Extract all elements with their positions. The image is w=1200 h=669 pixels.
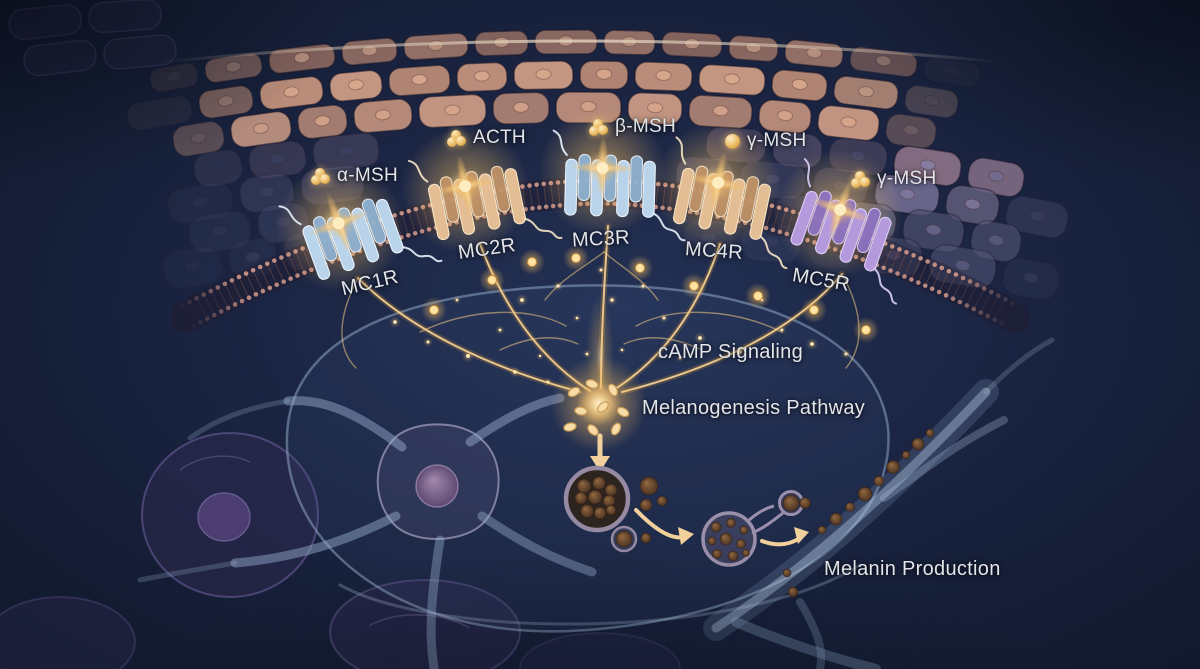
receptor-mc3r [538,107,686,242]
camp-signal-streams [341,223,879,395]
melanocortin-receptors [276,107,903,305]
receptor-mc1r [276,163,443,292]
receptor-mc5r [774,149,903,305]
receptor-mc2r [401,126,563,255]
melanogenesis-core [551,294,647,472]
melanosome-transfer [563,428,935,598]
background-dermal-cells [0,0,681,669]
receptor-mc4r [653,122,788,270]
